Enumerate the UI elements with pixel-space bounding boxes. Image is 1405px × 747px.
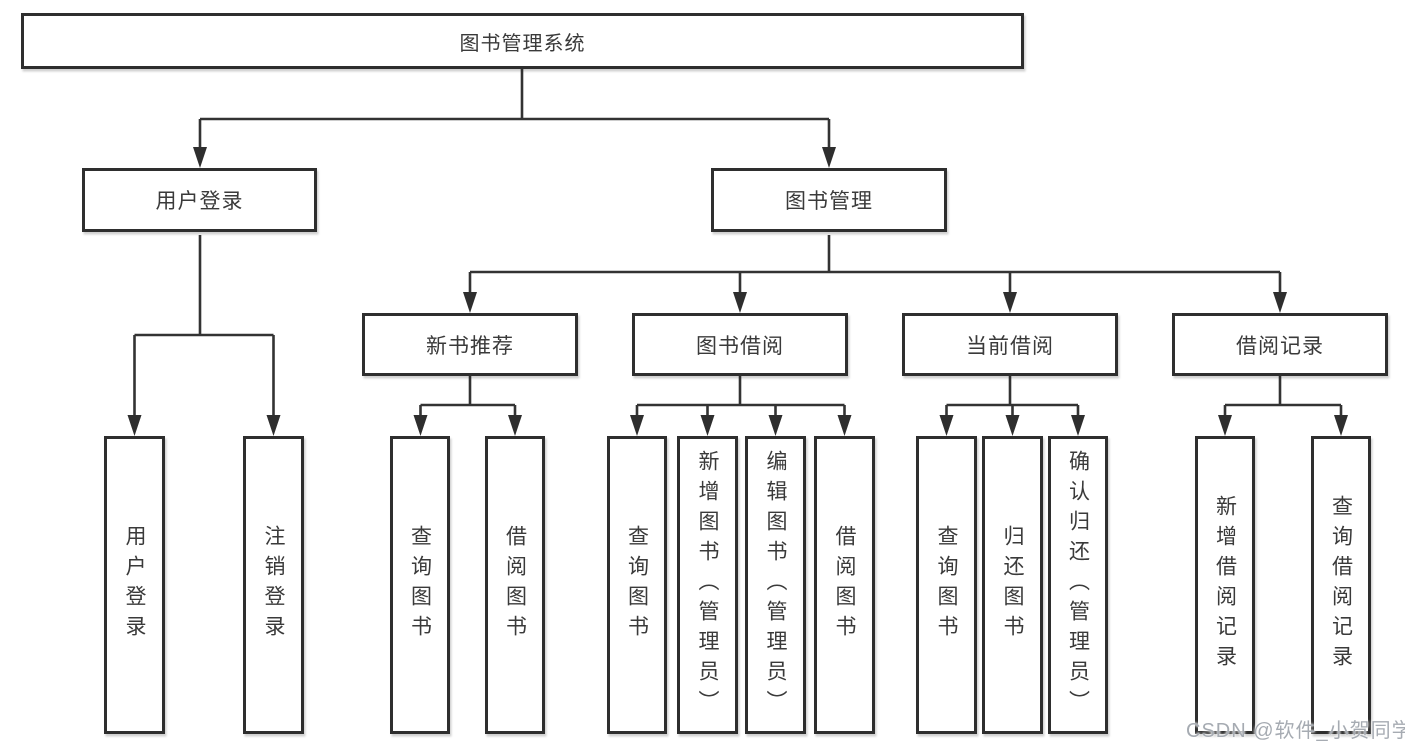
node-user-login: 用户登录 [82, 168, 317, 232]
leaf-label: 新增图书（管理员） [696, 450, 719, 720]
leaf-logout: 注销登录 [243, 436, 304, 734]
node-library-management-system: 图书管理系统 [21, 13, 1024, 69]
leaf-return-books: 归还图书 [982, 436, 1043, 734]
node-current-borrowing: 当前借阅 [902, 313, 1118, 376]
node-book-borrowing: 图书借阅 [632, 313, 848, 376]
leaf-edit-books-admin: 编辑图书（管理员） [745, 436, 806, 734]
node-label: 借阅记录 [1236, 334, 1324, 358]
node-new-book-recommend: 新书推荐 [362, 313, 578, 376]
leaf-current-query-books: 查询图书 [916, 436, 977, 734]
leaf-recommend-borrow-books: 借阅图书 [485, 436, 545, 734]
arrowhead-icons [127, 147, 1348, 436]
leaf-add-borrow-record: 新增借阅记录 [1195, 436, 1255, 734]
node-label: 图书借阅 [696, 334, 784, 358]
leaf-confirm-return-admin: 确认归还（管理员） [1048, 436, 1108, 734]
leaf-borrowing-borrow-books: 借阅图书 [814, 436, 875, 734]
node-label: 当前借阅 [966, 334, 1054, 358]
node-label: 图书管理 [785, 190, 873, 213]
leaf-label: 借阅图书 [503, 525, 527, 645]
node-label: 图书管理系统 [459, 32, 586, 55]
leaf-label: 借阅图书 [833, 525, 856, 645]
leaf-borrowing-query-books: 查询图书 [607, 436, 667, 734]
leaf-label: 新增借阅记录 [1213, 495, 1237, 675]
leaf-user-login: 用户登录 [104, 436, 165, 734]
leaf-label: 查询图书 [935, 525, 958, 645]
leaf-label: 注销登录 [262, 525, 285, 645]
leaf-label: 查询借阅记录 [1329, 495, 1353, 675]
leaf-label: 用户登录 [123, 525, 146, 645]
node-label: 用户登录 [155, 190, 244, 213]
node-borrowing-records: 借阅记录 [1172, 313, 1388, 376]
leaf-label: 查询图书 [625, 525, 649, 645]
leaf-label: 查询图书 [408, 525, 432, 645]
leaf-label: 编辑图书（管理员） [764, 450, 787, 720]
leaf-recommend-query-books: 查询图书 [390, 436, 450, 734]
leaf-add-books-admin: 新增图书（管理员） [677, 436, 738, 734]
node-label: 新书推荐 [426, 334, 514, 358]
node-book-management: 图书管理 [711, 168, 947, 232]
csdn-watermark: CSDN @软件_小贺同学 [1186, 720, 1405, 742]
leaf-query-borrow-record: 查询借阅记录 [1311, 436, 1371, 734]
leaf-label: 确认归还（管理员） [1066, 450, 1090, 720]
leaf-label: 归还图书 [1001, 525, 1024, 645]
